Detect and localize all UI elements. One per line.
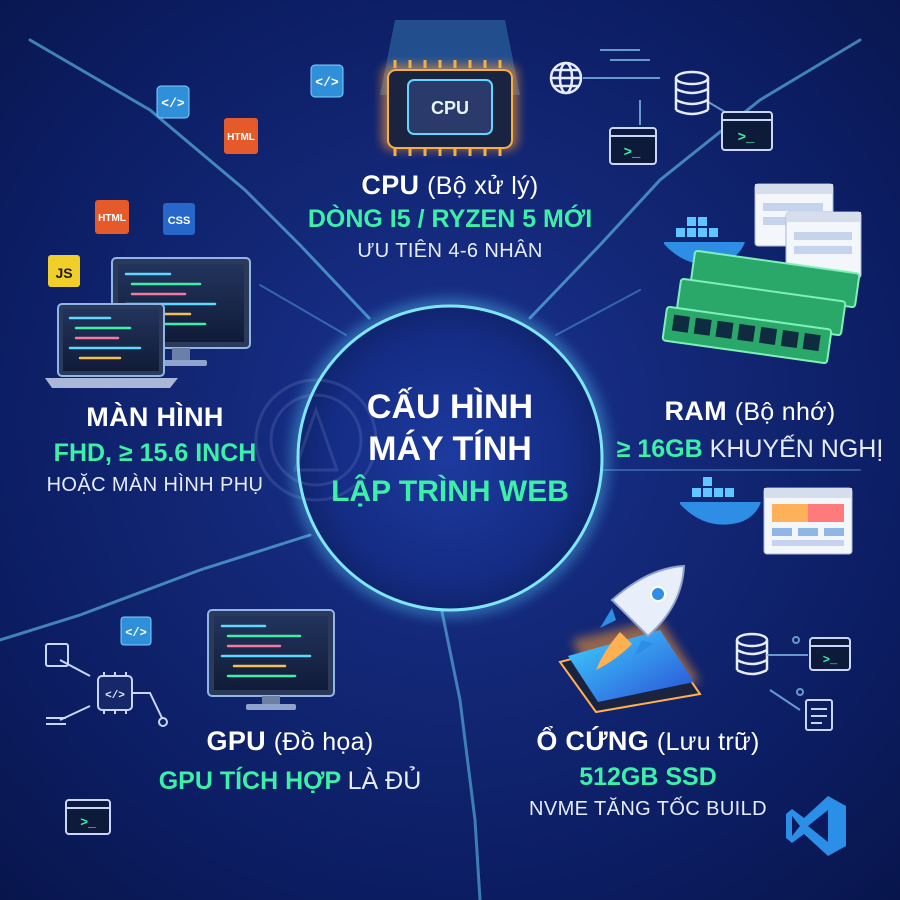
storage-label-block: Ổ CỨNG (Lưu trữ) 512GB SSD NVME TĂNG TỐC… [478, 726, 818, 821]
docker-whale-icon [680, 477, 761, 525]
divider-rays [0, 38, 862, 900]
ram-spec-rest: KHUYẾN NGHỊ [709, 435, 884, 463]
code-badge-icon [156, 85, 190, 119]
js-file-icon [48, 255, 80, 287]
terminal-label: >_ [823, 653, 838, 667]
center-line-3: LẬP TRÌNH WEB [331, 475, 569, 508]
storage-note: NVME TĂNG TỐC BUILD [528, 798, 767, 820]
ram-module-icon [661, 250, 861, 364]
html-file-icon [95, 200, 129, 234]
cpu-chip-icon [380, 20, 520, 156]
terminal-icon [65, 799, 111, 835]
ram-label-block: RAM (Bộ nhớ) ≥ 16GB KHUYẾN NGHỊ [610, 396, 890, 464]
database-icon [735, 632, 769, 676]
connector-lines [767, 636, 808, 711]
storage-title-main: Ổ CỨNG [536, 726, 650, 756]
display-label-block: MÀN HÌNH FHD, ≥ 15.6 INCH HOẶC MÀN HÌNH … [20, 402, 290, 497]
css-file-icon [163, 203, 195, 235]
laptop-icon [45, 303, 178, 388]
gpu-spec-line: GPU TÍCH HỢP LÀ ĐỦ [130, 767, 450, 796]
display-title: MÀN HÌNH [86, 402, 224, 432]
web-layout-icon [763, 487, 853, 555]
browser-window-icon [785, 211, 862, 279]
code-badge-label: </> [315, 75, 339, 90]
terminal-icon [809, 637, 851, 671]
terminal-icon [609, 127, 657, 165]
center-line-1: CẤU HÌNH [366, 388, 534, 426]
html-file-icon [224, 118, 258, 154]
gpu-title: GPU (Đồ họa) [130, 726, 450, 757]
center-line-2: MÁY TÍNH [368, 430, 532, 468]
document-icon [805, 699, 833, 731]
gpu-label-block: GPU (Đồ họa) GPU TÍCH HỢP LÀ ĐỦ [130, 726, 450, 796]
cpu-chip-label: CPU [431, 98, 469, 118]
cpu-title-note: (Bộ xử lý) [427, 172, 539, 200]
js-file-label: JS [55, 265, 72, 281]
css-file-label: CSS [168, 215, 191, 227]
storage-title-note: (Lưu trữ) [656, 728, 760, 756]
center-title: CẤU HÌNH MÁY TÍNH LẬP TRÌNH WEB [310, 386, 590, 514]
chip-diagram-icon [45, 643, 168, 727]
vscode-logo-icon [786, 796, 846, 856]
code-badge-icon [310, 64, 344, 98]
code-badge-label: </> [161, 96, 185, 111]
html-file-label: HTML [227, 132, 255, 143]
cpu-spec: DÒNG I5 / RYZEN 5 MỚI [307, 205, 593, 233]
code-badge-label: </> [125, 626, 147, 640]
ssd-rocket-icon [558, 564, 702, 714]
display-spec: FHD, ≥ 15.6 INCH [53, 439, 257, 467]
gpu-spec-rest: LÀ ĐỦ [347, 767, 422, 795]
terminal-label: >_ [80, 815, 96, 830]
ram-title-note: (Bộ nhớ) [734, 398, 836, 426]
cpu-title-main: CPU [361, 170, 420, 200]
html-file-label: HTML [98, 213, 126, 224]
center-circle [296, 304, 604, 612]
terminal-icon [721, 111, 773, 151]
gpu-spec: GPU TÍCH HỢP [158, 767, 341, 795]
storage-title: Ổ CỨNG (Lưu trữ) [478, 726, 818, 757]
ram-spec-line: ≥ 16GB KHUYẾN NGHỊ [610, 435, 890, 464]
globe-icon [549, 61, 583, 95]
cpu-title: CPU (Bộ xử lý) [250, 170, 650, 201]
terminal-label: >_ [738, 130, 755, 146]
gpu-monitor-icon [207, 609, 335, 710]
ram-title: RAM (Bộ nhớ) [610, 396, 890, 427]
cpu-label-block: CPU (Bộ xử lý) DÒNG I5 / RYZEN 5 MỚI ƯU … [250, 170, 650, 263]
cpu-note: ƯU TIÊN 4-6 NHÂN [357, 240, 543, 262]
ram-title-main: RAM [664, 396, 727, 426]
ram-spec: ≥ 16GB [616, 435, 703, 463]
display-note: HOẶC MÀN HÌNH PHỤ [46, 474, 264, 496]
code-badge-label: </> [105, 690, 125, 702]
watermark-seal [254, 378, 378, 502]
gpu-title-main: GPU [206, 726, 266, 756]
storage-spec: 512GB SSD [579, 763, 717, 791]
code-badge-icon [120, 616, 152, 646]
terminal-label: >_ [624, 145, 641, 161]
gpu-title-note: (Đồ họa) [273, 728, 374, 756]
database-icon [674, 70, 710, 116]
